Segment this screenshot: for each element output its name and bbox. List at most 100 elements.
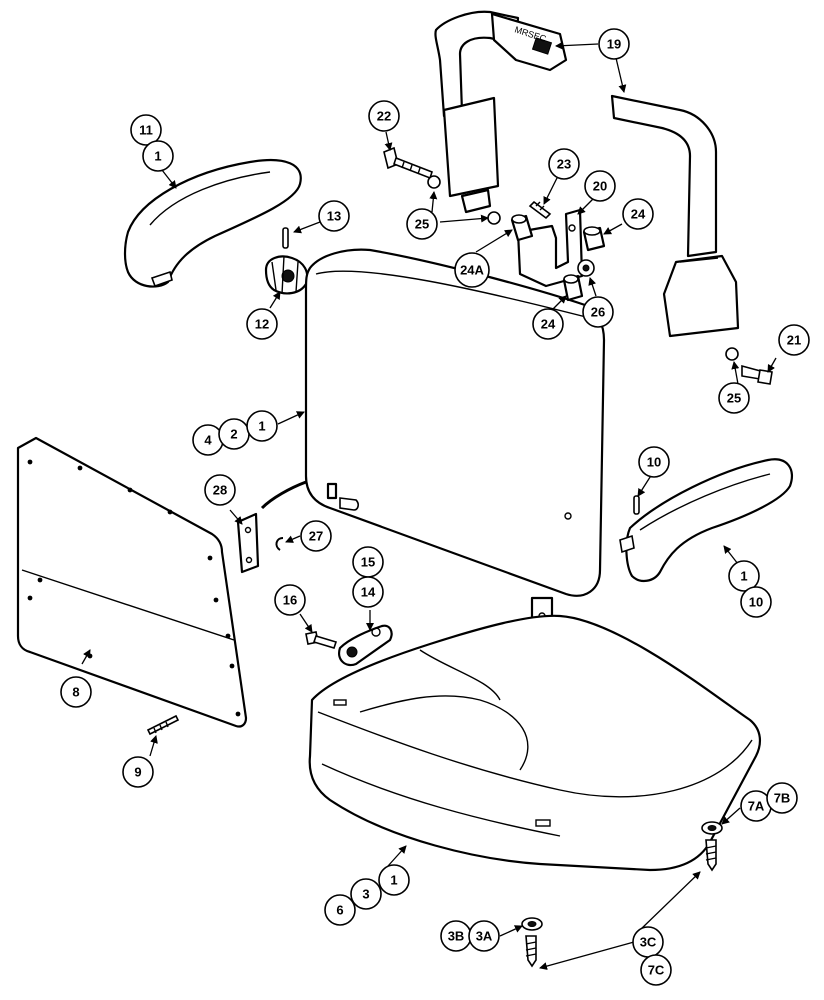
callout-3B: 3B: [440, 920, 472, 952]
svg-text:26: 26: [591, 305, 605, 320]
svg-text:20: 20: [593, 179, 607, 194]
svg-text:24: 24: [541, 317, 556, 332]
svg-text:6: 6: [336, 903, 343, 918]
svg-text:24: 24: [631, 207, 646, 222]
callout-14: 14: [352, 576, 384, 608]
svg-text:22: 22: [377, 109, 391, 124]
svg-text:4: 4: [204, 433, 212, 448]
bolt-21: [741, 364, 773, 385]
callout-28: 28: [204, 474, 236, 506]
callout-7B: 7B: [766, 782, 798, 814]
svg-text:15: 15: [361, 555, 375, 570]
leader-lines: [81, 41, 777, 970]
bolt-3C: [525, 935, 537, 968]
callout-8: 8: [60, 676, 92, 708]
callout-10-top: 10: [638, 446, 670, 478]
bolt-23: [528, 200, 552, 220]
svg-text:21: 21: [787, 333, 801, 348]
callout-20: 20: [584, 170, 616, 202]
washer-25c: [725, 347, 739, 361]
bracket-20: [516, 208, 584, 288]
svg-text:3C: 3C: [640, 935, 657, 950]
seat-cushion: [308, 614, 762, 872]
callout-22: 22: [368, 100, 400, 132]
svg-text:10: 10: [647, 455, 661, 470]
callout-6: 6: [324, 894, 356, 926]
callout-1-seat-cushion: 1: [378, 864, 410, 896]
svg-text:7C: 7C: [648, 963, 665, 978]
svg-text:1: 1: [740, 569, 747, 584]
svg-text:19: 19: [607, 37, 621, 52]
callout-16: 16: [274, 584, 306, 616]
svg-text:27: 27: [309, 529, 323, 544]
svg-text:9: 9: [134, 765, 141, 780]
svg-text:2: 2: [230, 427, 237, 442]
right-armrest: [619, 458, 794, 582]
svg-text:1: 1: [154, 149, 161, 164]
svg-text:7B: 7B: [774, 791, 791, 806]
washer-25a: [427, 175, 441, 189]
seat-back: [304, 248, 606, 624]
knob-12: [264, 255, 309, 295]
left-armrest: [123, 158, 302, 288]
bolt-7C: [705, 839, 717, 872]
svg-text:11: 11: [139, 123, 153, 138]
callout-1-left-armrest: 1: [142, 140, 174, 172]
callout-21: 21: [778, 324, 810, 356]
callout-15: 15: [352, 546, 384, 578]
svg-text:23: 23: [557, 157, 571, 172]
callout-1-right-armrest: 1: [728, 560, 760, 592]
svg-text:1: 1: [390, 873, 397, 888]
svg-text:25: 25: [415, 217, 429, 232]
callout-3C: 3C: [632, 926, 664, 958]
pin-13: [282, 227, 289, 249]
callout-25-upper: 25: [406, 208, 438, 240]
callout-26: 26: [582, 296, 614, 328]
seat-belt-right: [610, 94, 740, 338]
callout-24-upper: 24: [622, 198, 654, 230]
bolt-16: [305, 631, 338, 649]
callout-10-bottom: 10: [740, 586, 772, 618]
svg-text:3A: 3A: [476, 929, 493, 944]
callout-12: 12: [246, 308, 278, 340]
svg-text:12: 12: [255, 317, 269, 332]
callout-27: 27: [300, 520, 332, 552]
svg-text:10: 10: [749, 595, 763, 610]
grommet-7A: [701, 821, 723, 835]
callout-3A: 3A: [468, 920, 500, 952]
svg-text:28: 28: [213, 483, 227, 498]
callout-4: 4: [192, 424, 224, 456]
grommet-3A: [521, 917, 543, 931]
svg-text:3B: 3B: [448, 929, 465, 944]
svg-text:13: 13: [327, 209, 341, 224]
recline-handle: [338, 624, 393, 667]
bushing-24-upper: [582, 226, 606, 252]
bushing-24-lower: [562, 274, 584, 302]
svg-text:8: 8: [72, 685, 79, 700]
bolt-22: [383, 146, 433, 180]
spring-wire: [260, 480, 307, 510]
callout-2: 2: [218, 418, 250, 450]
callout-24A: 24A: [454, 252, 490, 288]
callout-19: 19: [598, 28, 630, 60]
pin-10: [633, 495, 640, 515]
bracket-28: [236, 512, 260, 574]
callout-25-lower: 25: [718, 382, 750, 414]
callout-24-lower: 24: [532, 308, 564, 340]
callout-9: 9: [122, 756, 154, 788]
callout-7C: 7C: [640, 954, 672, 986]
washer-25b: [487, 211, 501, 225]
svg-text:16: 16: [283, 593, 297, 608]
callout-23: 23: [548, 148, 580, 180]
seat-belt-left: MRSEC: [434, 10, 568, 214]
svg-text:3: 3: [362, 887, 369, 902]
clip-27: [275, 537, 284, 551]
callout-11: 11: [130, 114, 162, 146]
callout-13: 13: [318, 200, 350, 232]
svg-text:7A: 7A: [748, 799, 765, 814]
svg-text:24A: 24A: [460, 263, 484, 278]
svg-text:1: 1: [258, 419, 265, 434]
svg-text:25: 25: [727, 391, 741, 406]
callout-1-seat-back: 1: [246, 410, 278, 442]
